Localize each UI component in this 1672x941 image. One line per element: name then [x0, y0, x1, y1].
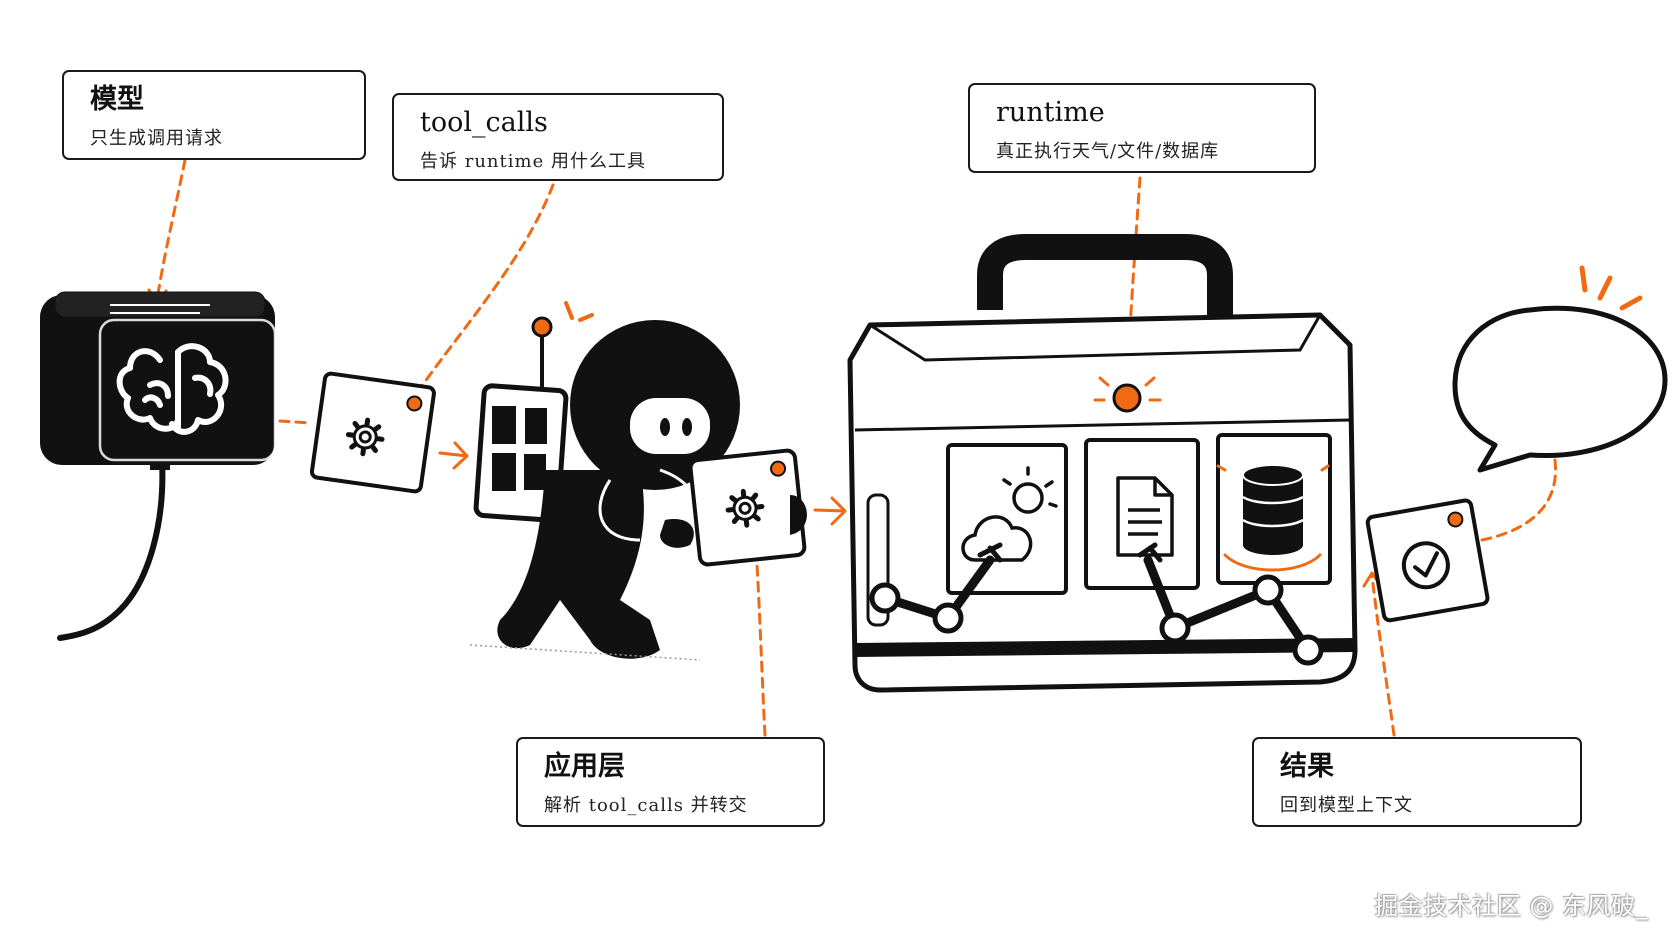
weather-cloud-sun-icon — [961, 466, 1058, 562]
runtime-toolbox — [847, 234, 1358, 693]
tool-call-card — [309, 371, 436, 494]
app-layer-callout: 应用层 解析 tool_calls 并转交 — [516, 737, 825, 827]
callout-subtitle: 只生成调用请求 — [90, 128, 223, 149]
robot-courier — [469, 301, 807, 661]
speech-bubble-icon — [1452, 265, 1668, 473]
callout-subtitle: 解析 tool_calls 并转交 — [544, 795, 748, 816]
brain-icon — [116, 343, 229, 435]
callout-title: 应用层 — [544, 751, 625, 782]
callout-title: tool_calls — [420, 107, 548, 138]
callout-subtitle: 回到模型上下文 — [1280, 795, 1413, 816]
result-card — [1365, 498, 1490, 623]
model-to-card-link — [278, 419, 312, 425]
result-callout-pointer — [1370, 573, 1396, 737]
callout-title: runtime — [996, 97, 1105, 128]
checkmark-icon — [1401, 541, 1450, 590]
result-to-speech-link — [1480, 458, 1558, 542]
model-callout: 模型 只生成调用请求 — [62, 70, 366, 160]
watermark: 掘金技术社区 @ 东风破_ — [1374, 892, 1648, 920]
document-icon — [1116, 476, 1174, 557]
callout-subtitle: 真正执行天气/文件/数据库 — [996, 141, 1220, 162]
tool-calls-callout: tool_calls 告诉 runtime 用什么工具 — [392, 93, 724, 181]
model-callout-pointer — [155, 158, 187, 302]
callout-title: 模型 — [90, 84, 144, 115]
database-icon — [1216, 464, 1330, 572]
model-device — [40, 291, 277, 641]
callout-title: 结果 — [1280, 751, 1334, 782]
callout-subtitle: 告诉 runtime 用什么工具 — [420, 151, 646, 172]
result-callout: 结果 回到模型上下文 — [1252, 737, 1582, 827]
runtime-callout: runtime 真正执行天气/文件/数据库 — [968, 83, 1316, 173]
